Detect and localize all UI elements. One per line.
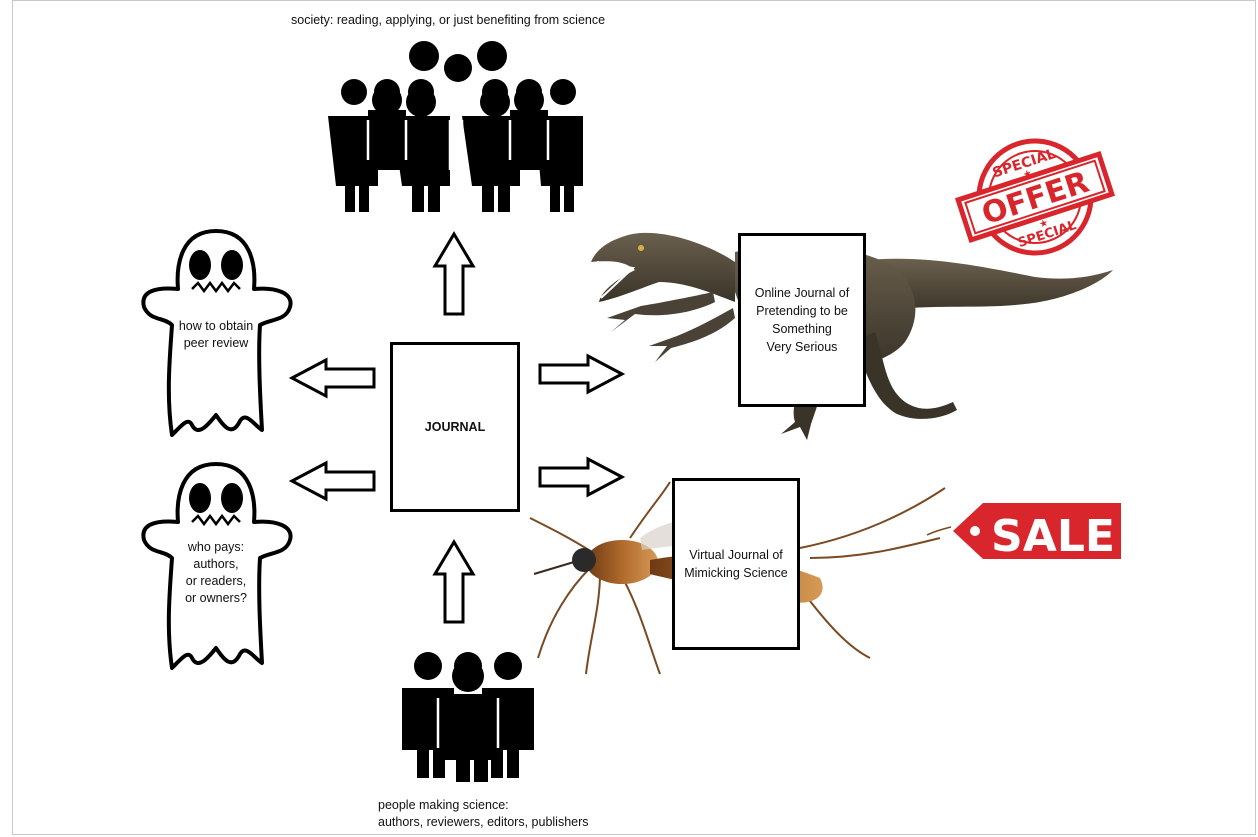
arrow-right-bottom-icon (538, 456, 626, 498)
small-crowd-icon (402, 652, 534, 782)
svg-text:★: ★ (1038, 217, 1050, 230)
arrow-right-top-icon (538, 353, 626, 395)
fake-journal-box-1: Online Journal of Pretending to be Somet… (738, 233, 866, 407)
ghost-icon (141, 462, 293, 670)
sale-tag-icon: SALE (926, 503, 1121, 562)
special-offer-stamp-icon: OFFER SPECIAL SPECIAL ★ ★ (954, 138, 1116, 256)
figure-frame (12, 0, 1256, 835)
fake-journal-box-2: Virtual Journal of Mimicking Science (672, 478, 800, 650)
ghost-icon (141, 229, 293, 437)
arrow-up-top-icon (432, 231, 476, 316)
arrow-up-bottom-icon (432, 539, 476, 624)
sale-text: SALE (991, 511, 1115, 562)
crowd-icon (328, 41, 583, 212)
arrow-left-top-icon (288, 357, 376, 399)
arrow-left-bottom-icon (288, 460, 376, 502)
society-caption: society: reading, applying, or just bene… (291, 13, 606, 27)
ghost-who-pays-text: who pays:authors, or readers,or owners? (185, 540, 247, 605)
journal-label: JOURNAL (424, 420, 486, 434)
makers-caption: people making science: authors, reviewer… (378, 798, 589, 829)
journal-box: JOURNAL (390, 342, 520, 512)
svg-text:★: ★ (1022, 168, 1034, 181)
